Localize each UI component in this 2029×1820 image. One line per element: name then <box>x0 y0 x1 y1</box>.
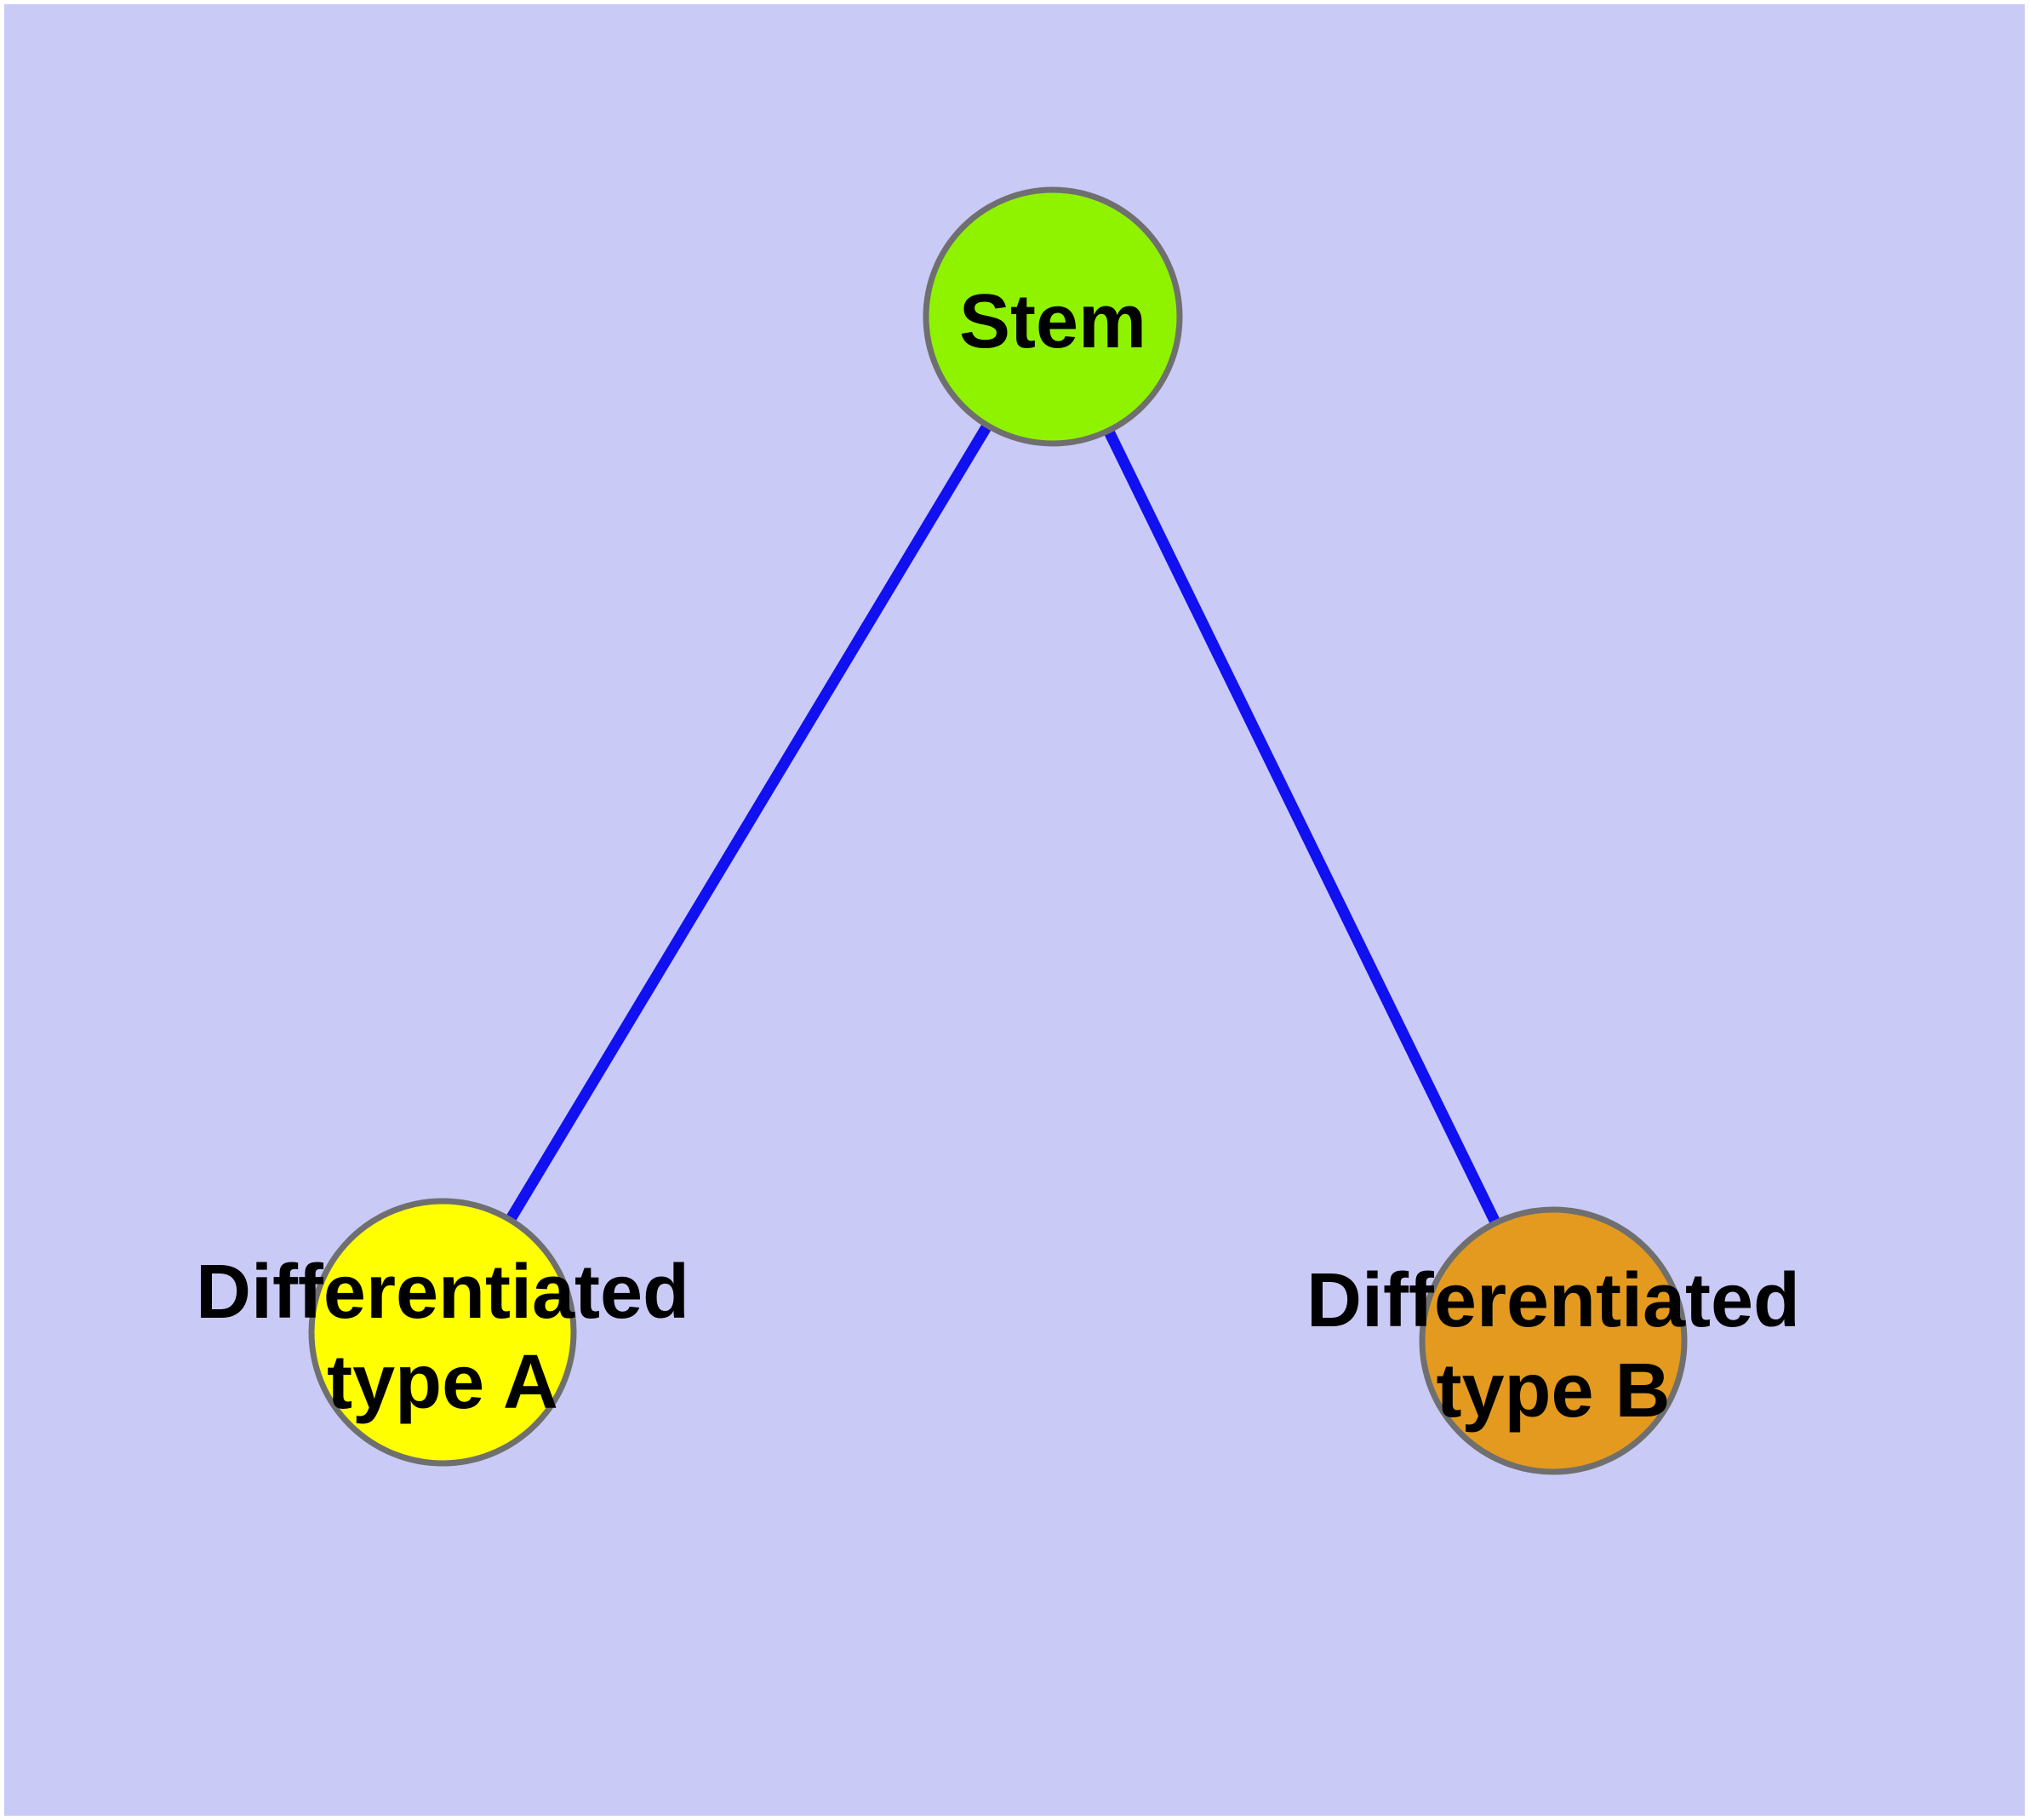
stem-node-label: Stem <box>959 279 1146 364</box>
edge-stem-to-diff-a <box>437 313 1058 1336</box>
node-stem: Stem <box>923 186 1183 447</box>
edge-stem-to-diff-b <box>1048 314 1558 1343</box>
differentiated-type-a-circle <box>308 1198 577 1467</box>
stem-node-circle <box>923 186 1183 447</box>
differentiated-type-b-circle <box>1419 1206 1688 1475</box>
edge-layer <box>437 313 1558 1343</box>
